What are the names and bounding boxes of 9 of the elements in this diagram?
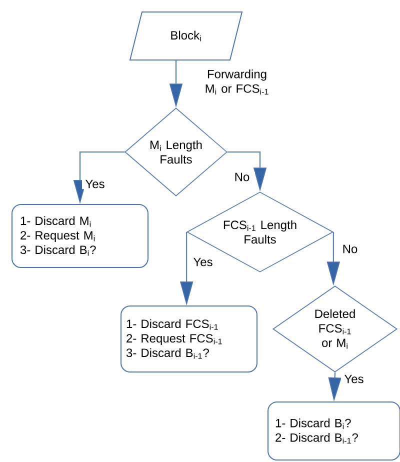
- action-box: 1- Discard FCS$_{i-1}$ 2- Request FCS$_{i-1}$ 3- Discard B$_{i-1}$?: [120, 306, 258, 372]
- edge-label: Forwarding M$_{i}$ or FCS$_{i-1}$: [206, 70, 268, 94]
- edge-label: No: [235, 172, 250, 182]
- edge-label: Yes: [85, 180, 104, 188]
- edge-label: Yes: [193, 258, 212, 266]
- action-box: 1- Discard M$_{i}$ 2- Request M$_{i}$ 3- Discard B$_{i}$?: [12, 204, 148, 268]
- edge-label: No: [343, 244, 358, 254]
- action-box: 1- Discard B$_{i}$? 2- Discard B$_{i-1}$?: [268, 402, 400, 460]
- edge-label: Yes: [344, 374, 364, 384]
